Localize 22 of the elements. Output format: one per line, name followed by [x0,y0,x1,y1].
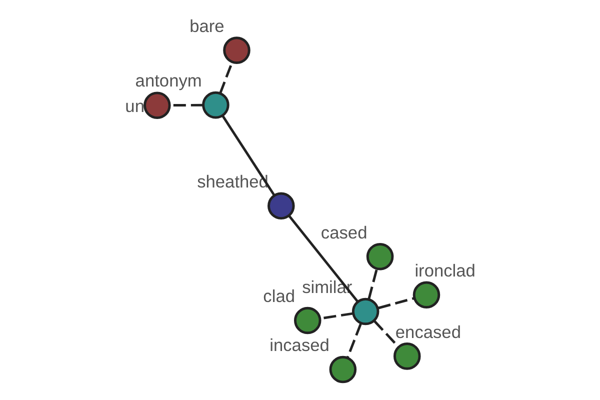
node-label: encased [394,322,460,342]
node-circle [351,298,379,326]
node-label: cased [320,222,367,242]
node-circle [143,92,170,119]
node-label: un [124,96,144,116]
node-circle [328,356,356,384]
node-label: clad [262,286,295,306]
node-circle [202,91,229,119]
connector [346,323,362,358]
node-label: bare [189,16,224,36]
node-circle [392,342,420,370]
node-circle [267,192,294,220]
connector [367,268,378,300]
node-circle [412,281,440,308]
connector [287,214,358,302]
node-circle [222,36,250,64]
node-circle [366,242,394,270]
node-label: ironclad [414,260,475,281]
node-label: antonym [134,70,202,91]
node-circle [294,306,321,334]
node-label: incased [269,335,329,356]
connector [378,296,414,310]
